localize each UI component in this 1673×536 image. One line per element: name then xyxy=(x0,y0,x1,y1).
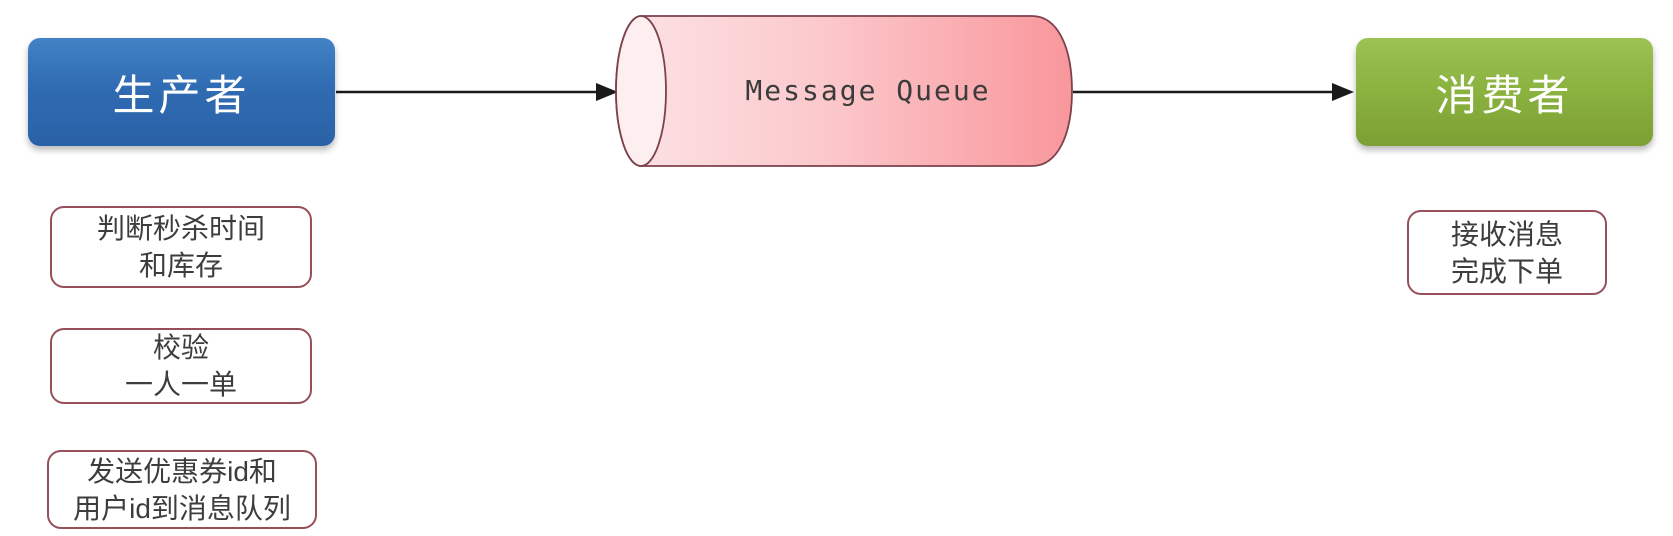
producer-step-check-time-stock: 判断秒杀时间 和库存 xyxy=(50,206,312,288)
queue-to-consumer-arrow xyxy=(1073,83,1354,101)
step-line: 发送优惠券id和 xyxy=(87,455,277,487)
consumer-step-receive-and-order: 接收消息 完成下单 xyxy=(1407,210,1607,295)
step-line: 一人一单 xyxy=(124,369,237,400)
producer-step-one-person-one-order: 校验 一人一单 xyxy=(50,328,312,404)
producer-node: 生产者 xyxy=(28,38,335,146)
step-line: 接收消息 xyxy=(1450,218,1563,250)
step-line: 完成下单 xyxy=(1450,255,1563,287)
producer-to-queue-arrow xyxy=(336,83,618,101)
consumer-label: 消费者 xyxy=(1435,71,1574,119)
producer-step-send-ids-to-queue: 发送优惠券id和 用户id到消息队列 xyxy=(47,450,317,529)
queue-cylinder-cap xyxy=(615,15,667,167)
step-line: 校验 xyxy=(152,332,209,363)
step-line: 判断秒杀时间 xyxy=(96,213,265,244)
queue-cylinder xyxy=(615,15,1073,167)
producer-label: 生产者 xyxy=(112,71,251,119)
step-line: 用户id到消息队列 xyxy=(73,492,291,524)
step-line: 和库存 xyxy=(138,250,223,281)
queue-label: Message Queue xyxy=(745,74,991,107)
consumer-node: 消费者 xyxy=(1356,38,1653,146)
